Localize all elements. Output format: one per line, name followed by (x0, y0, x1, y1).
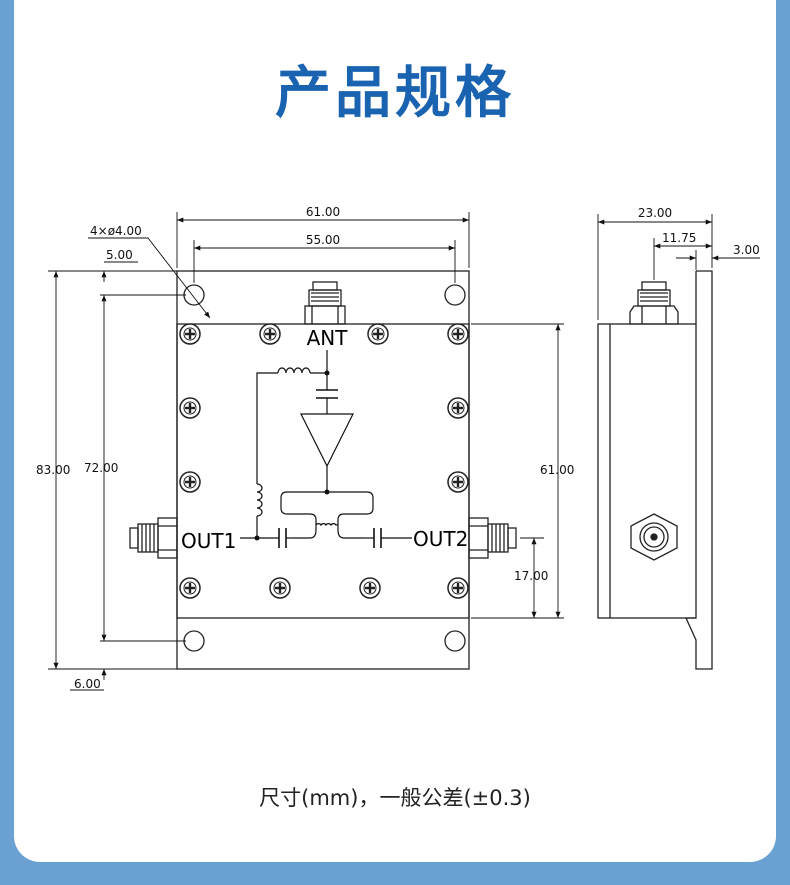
side-dimensions (597, 214, 760, 320)
dim-hole-offset-bottom: 6.00 (74, 677, 101, 691)
ant-label: ANT (307, 326, 349, 350)
out2-connector (468, 517, 517, 559)
dim-hole-spacing-vertical: 72.00 (84, 461, 118, 475)
tolerance-caption: 尺寸(mm)，一般公差(±0.3) (259, 786, 531, 810)
front-view (129, 270, 517, 670)
dim-connector-offset: 11.75 (662, 231, 696, 245)
content-card (14, 0, 776, 862)
dim-body-height: 61.00 (540, 463, 574, 477)
dim-hole-spacing: 55.00 (306, 233, 340, 247)
circuit-schematic (240, 350, 412, 548)
front-cover (176, 323, 470, 619)
dim-holes: 4×ø4.00 (90, 224, 142, 238)
dim-flange-thickness: 3.00 (733, 243, 760, 257)
inductor-top (277, 367, 311, 374)
page-title: 产品规格 (275, 61, 515, 126)
side-connector-hex (630, 513, 678, 561)
amplifier-symbol (300, 413, 354, 468)
dim-height-overall: 83.00 (36, 463, 70, 477)
dim-port-offset: 17.00 (514, 569, 548, 583)
out1-connector (129, 517, 178, 559)
inductor-left (256, 483, 263, 517)
dim-hole-offset-top: 5.00 (106, 248, 133, 262)
out2-label: OUT2 (413, 527, 468, 551)
mount-hole-bottom-right (444, 630, 466, 652)
out1-label: OUT1 (181, 529, 236, 553)
ant-connector (304, 281, 346, 325)
front-dimensions (48, 212, 564, 691)
mount-hole-bottom-left (183, 630, 205, 652)
side-view (597, 270, 713, 670)
mount-hole-top-right (444, 284, 466, 306)
dim-depth: 23.00 (638, 206, 672, 220)
dim-width-overall: 61.00 (306, 205, 340, 219)
